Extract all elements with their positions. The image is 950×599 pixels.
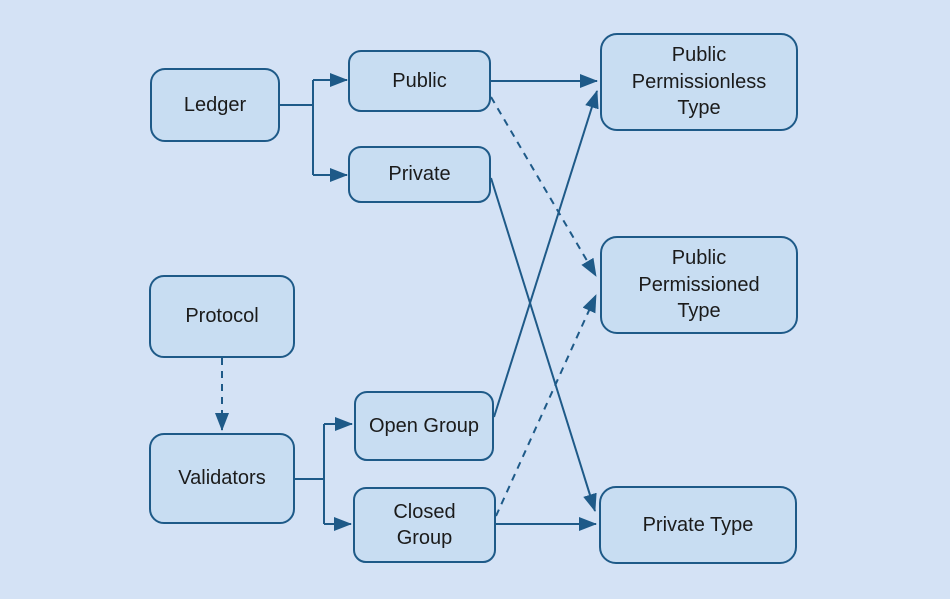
edge-closed-group-to-permissioned bbox=[495, 294, 597, 517]
node-open-group-label: Open Group bbox=[368, 414, 480, 437]
node-ledger-label: Ledger bbox=[183, 93, 247, 116]
node-validators: Validators bbox=[149, 433, 295, 524]
node-public-permissionless-type-label: Public Permissionless Type bbox=[631, 44, 767, 120]
node-closed-group-label: Closed Group bbox=[393, 500, 456, 549]
node-private-type-label: Private Type bbox=[642, 513, 754, 536]
node-open-group: Open Group bbox=[354, 391, 494, 461]
node-validators-label: Validators bbox=[178, 467, 266, 490]
edge-open-group-to-permissionless bbox=[493, 90, 599, 418]
node-protocol: Protocol bbox=[149, 275, 295, 358]
node-public-permissioned-type-label: Public Permissioned Type bbox=[638, 247, 760, 323]
node-public: Public bbox=[348, 50, 491, 112]
node-public-label: Public bbox=[392, 69, 447, 92]
node-private: Private bbox=[348, 146, 491, 203]
node-private-type: Private Type bbox=[599, 486, 797, 564]
node-private-label: Private bbox=[388, 163, 451, 186]
edge-private-to-private-type bbox=[490, 177, 597, 512]
node-protocol-label: Protocol bbox=[185, 305, 259, 328]
edge-public-to-permissioned bbox=[490, 96, 597, 277]
node-public-permissioned-type: Public Permissioned Type bbox=[600, 236, 798, 334]
node-closed-group: Closed Group bbox=[353, 487, 496, 563]
node-public-permissionless-type: Public Permissionless Type bbox=[600, 33, 798, 131]
node-ledger: Ledger bbox=[150, 68, 280, 142]
